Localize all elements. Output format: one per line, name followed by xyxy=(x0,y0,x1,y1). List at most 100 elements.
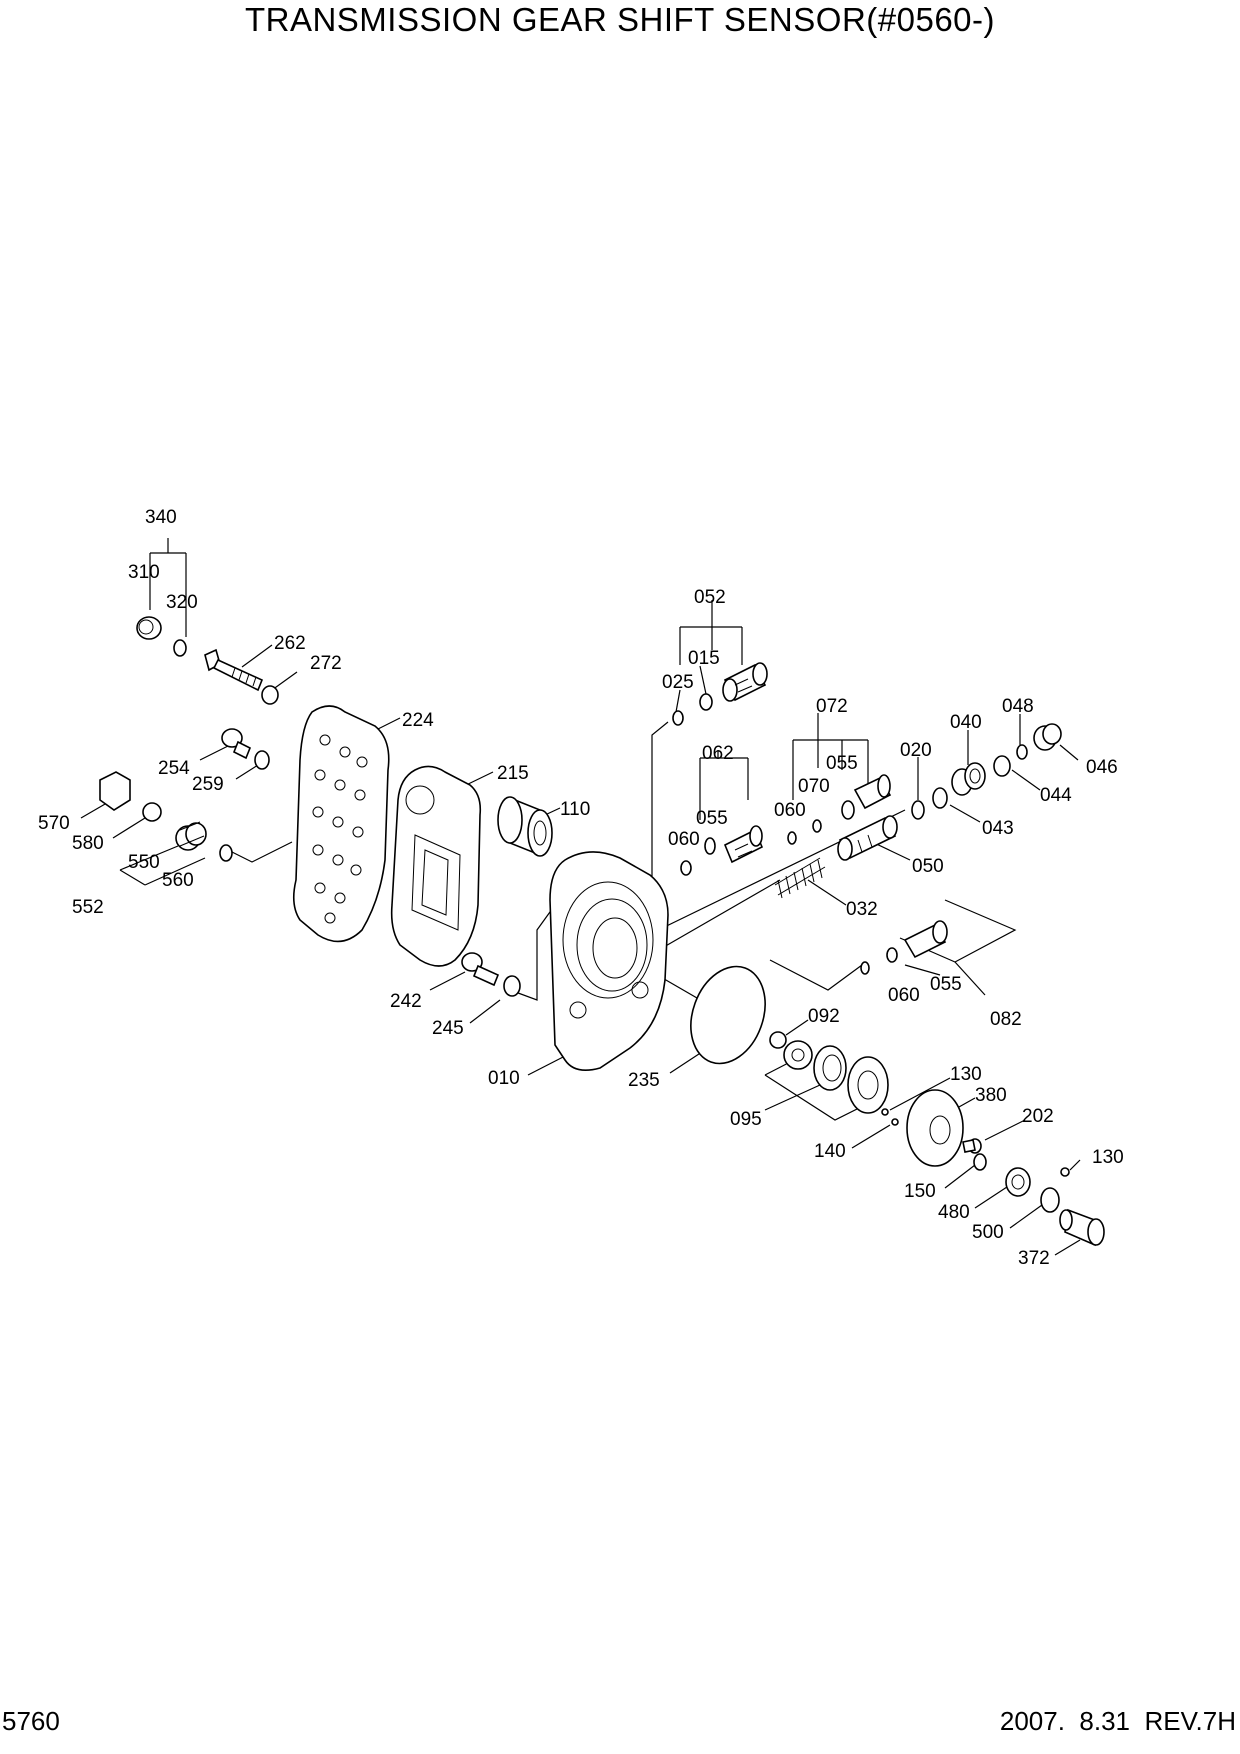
callout-130-a: 130 xyxy=(950,1064,982,1085)
part-272-washer xyxy=(261,685,279,705)
part-070-ring xyxy=(812,819,822,833)
callout-480: 480 xyxy=(938,1202,970,1223)
part-480-seal xyxy=(1005,1167,1031,1197)
page-title: TRANSMISSION GEAR SHIFT SENSOR(#0560-) xyxy=(244,1,996,38)
part-245-washer xyxy=(503,975,521,997)
callout-025: 025 xyxy=(662,672,694,693)
callout-340: 340 xyxy=(145,507,177,528)
part-060-ring-b xyxy=(787,831,797,845)
callout-040: 040 xyxy=(950,712,982,733)
callout-044: 044 xyxy=(1040,785,1072,806)
part-580-ball xyxy=(142,802,162,822)
callout-060-c: 060 xyxy=(888,985,920,1006)
callout-242: 242 xyxy=(390,991,422,1012)
callout-062: 062 xyxy=(702,743,734,764)
callout-380: 380 xyxy=(975,1085,1007,1106)
part-043-o-ring xyxy=(932,787,948,809)
part-235-o-ring xyxy=(690,965,766,1065)
part-062-sensor xyxy=(723,825,764,864)
callout-032: 032 xyxy=(846,899,878,920)
part-032-spring xyxy=(774,857,826,899)
callout-095: 095 xyxy=(730,1109,762,1130)
part-048-o-ring xyxy=(1016,744,1028,760)
callout-050: 050 xyxy=(912,856,944,877)
part-380-cover xyxy=(906,1089,964,1167)
callout-082: 082 xyxy=(990,1009,1022,1030)
part-242-bolt xyxy=(461,952,500,987)
callout-055-c: 055 xyxy=(930,974,962,995)
part-130-ball-b xyxy=(1060,1167,1070,1177)
part-254-bolt xyxy=(221,728,252,760)
callout-055-b: 055 xyxy=(826,753,858,774)
callout-070: 070 xyxy=(798,776,830,797)
part-110-sleeve xyxy=(497,796,553,857)
callout-580: 580 xyxy=(72,833,104,854)
part-560-o-ring xyxy=(219,844,233,862)
part-215-gasket xyxy=(390,765,482,967)
callout-labels: 340 310 320 262 272 224 254 259 570 580 … xyxy=(38,507,1124,1269)
parts-drawings xyxy=(99,616,1105,1247)
part-202-screw xyxy=(962,1138,982,1154)
callout-254: 254 xyxy=(158,758,190,779)
callout-130-b: 130 xyxy=(1092,1147,1124,1168)
part-262-bolt xyxy=(204,648,264,692)
callout-043: 043 xyxy=(982,818,1014,839)
part-044-o-ring xyxy=(993,755,1011,777)
callout-110: 110 xyxy=(560,799,590,820)
callout-015: 015 xyxy=(688,648,720,669)
callout-060-b: 060 xyxy=(774,800,806,821)
callout-060-a: 060 xyxy=(668,829,700,850)
callout-310: 310 xyxy=(128,562,160,583)
part-020-o-ring xyxy=(911,800,925,820)
part-055-o-ring-a xyxy=(704,837,716,855)
callout-140: 140 xyxy=(814,1141,846,1162)
callout-259: 259 xyxy=(192,774,224,795)
callout-320: 320 xyxy=(166,592,198,613)
part-072-valve xyxy=(841,774,892,820)
part-040-plug xyxy=(951,762,986,796)
part-060-ring-c xyxy=(860,961,870,975)
part-320-o-ring xyxy=(173,639,187,657)
part-310-plug xyxy=(136,616,162,640)
part-082-valve xyxy=(903,920,948,959)
part-259-washer xyxy=(254,750,270,770)
callout-072: 072 xyxy=(816,696,848,717)
callout-235: 235 xyxy=(628,1070,660,1091)
callout-570: 570 xyxy=(38,813,70,834)
part-130-ball-a xyxy=(881,1108,889,1116)
part-224-cover-plate xyxy=(292,705,390,943)
part-092-cap xyxy=(769,1031,787,1049)
callout-272: 272 xyxy=(310,653,342,674)
part-060-o-ring-a xyxy=(680,860,692,876)
callout-372: 372 xyxy=(1018,1248,1050,1269)
part-025-o-ring xyxy=(672,710,684,726)
callout-052: 052 xyxy=(694,587,726,608)
page-number: 5760 xyxy=(2,1706,60,1736)
callout-500: 500 xyxy=(972,1222,1004,1243)
part-150-o-ring xyxy=(973,1153,987,1171)
callout-092: 092 xyxy=(808,1006,840,1027)
part-055-ring-c xyxy=(886,947,898,963)
callout-552: 552 xyxy=(72,897,104,918)
callout-560: 560 xyxy=(162,870,194,891)
revision-date: 2007. 8.31 REV.7H xyxy=(999,1706,1236,1736)
callout-055-a: 055 xyxy=(696,808,728,829)
part-052-sensor xyxy=(722,662,768,702)
callout-046: 046 xyxy=(1086,757,1118,778)
part-550-plug xyxy=(175,821,207,851)
callout-010: 010 xyxy=(488,1068,520,1089)
callout-262: 262 xyxy=(274,633,306,654)
callout-020: 020 xyxy=(900,740,932,761)
part-500-ring xyxy=(1040,1187,1060,1213)
part-140-ball xyxy=(891,1118,899,1126)
part-095-gear-set xyxy=(783,1040,889,1114)
part-015-o-ring xyxy=(699,693,713,711)
callout-245: 245 xyxy=(432,1018,464,1039)
callout-202: 202 xyxy=(1022,1106,1054,1127)
callout-150: 150 xyxy=(904,1181,936,1202)
part-570-nut xyxy=(99,771,131,811)
callout-048: 048 xyxy=(1002,696,1034,717)
callout-550: 550 xyxy=(128,852,160,873)
part-372-sensor xyxy=(1059,1208,1105,1247)
